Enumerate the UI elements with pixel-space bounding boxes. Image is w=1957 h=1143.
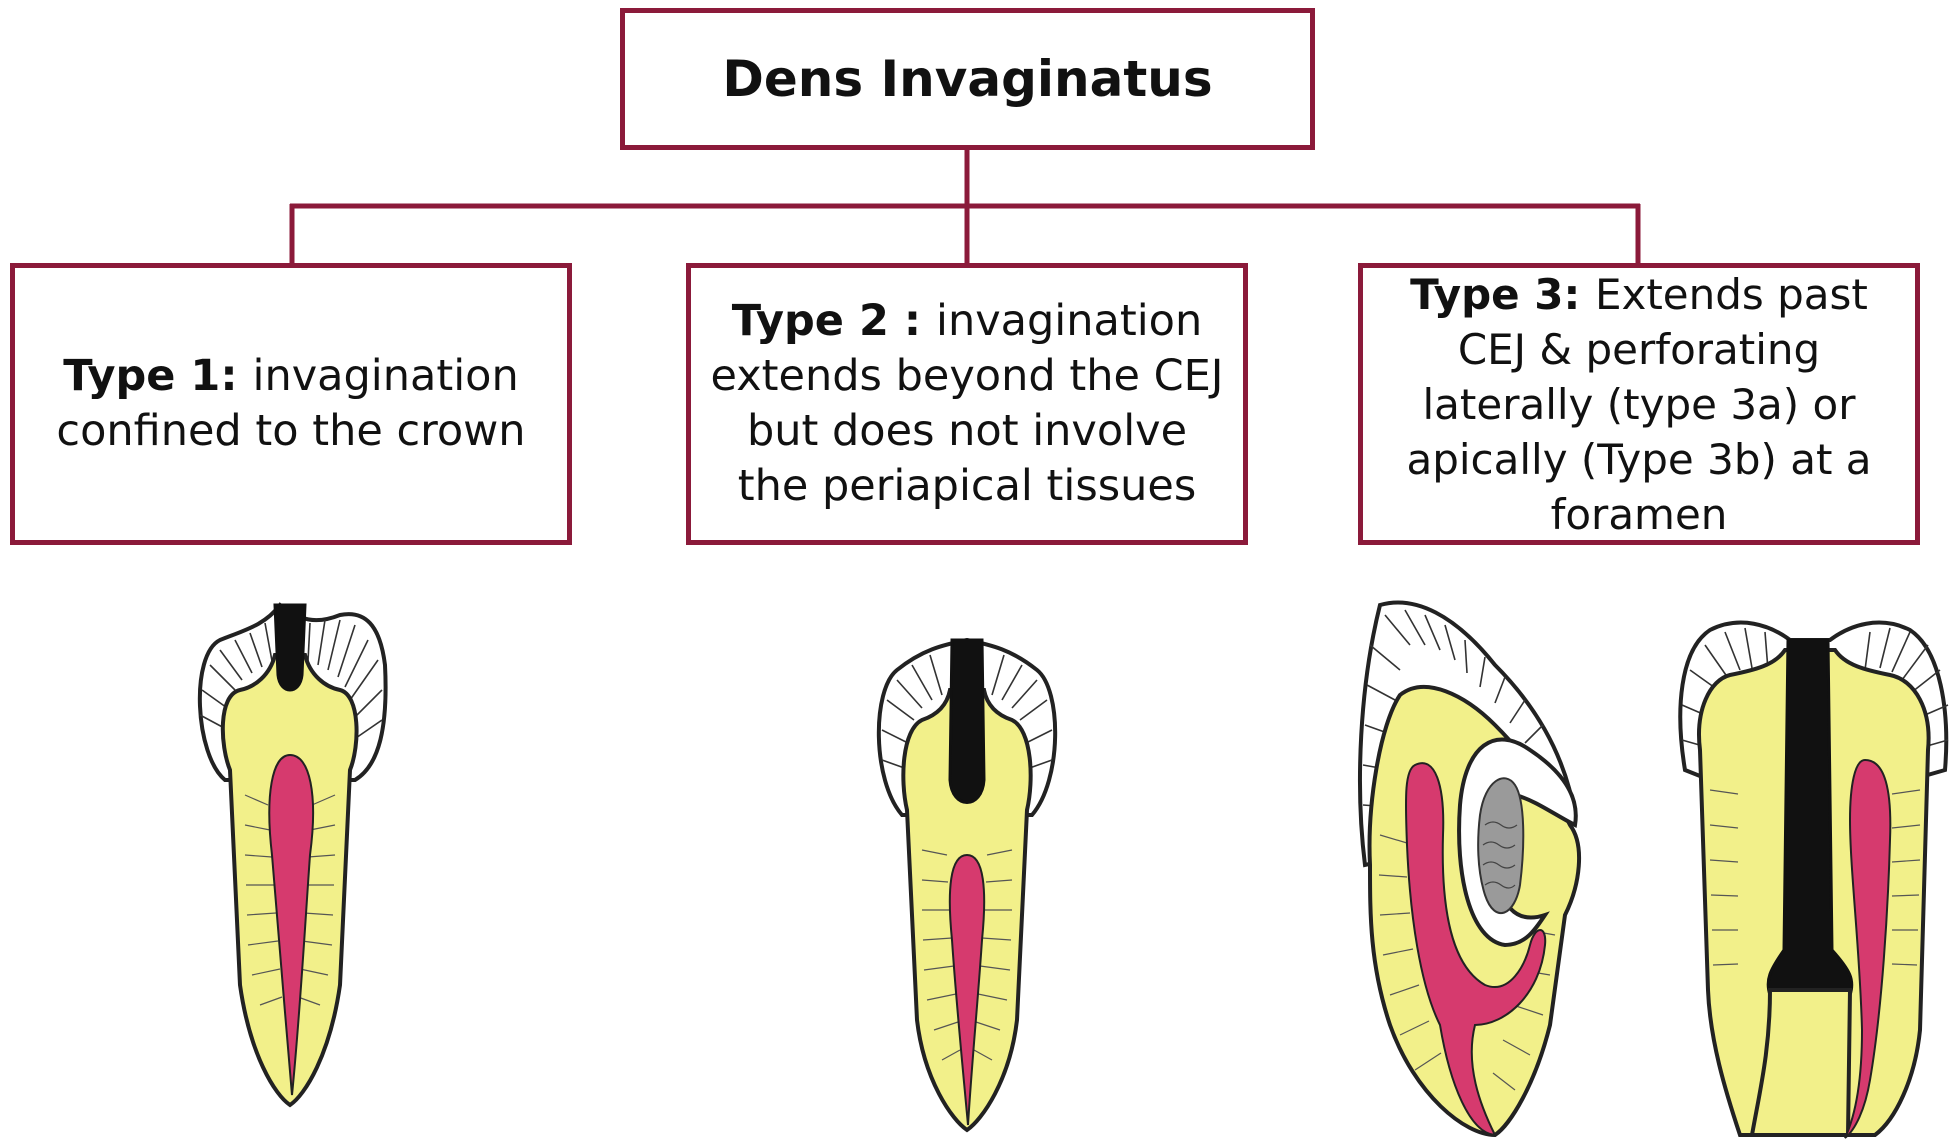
invagination (275, 605, 305, 690)
invagination (950, 640, 984, 803)
diagram-title: Dens Invaginatus (722, 50, 1212, 108)
type-3-text: Type 3: Extends past CEJ & perforating l… (1377, 267, 1901, 542)
type-3-box: Type 3: Extends past CEJ & perforating l… (1358, 263, 1920, 545)
type-1-label: Type 1: (63, 351, 252, 401)
type-1-tooth-illustration (190, 595, 390, 1105)
type-2-text: Type 2 : invagination extends beyond the… (705, 294, 1229, 514)
type-3a-tooth-illustration (1355, 585, 1605, 1140)
type-2-box: Type 2 : invagination extends beyond the… (686, 263, 1248, 545)
title-box: Dens Invaginatus (620, 8, 1315, 150)
type-3-label: Type 3: (1410, 270, 1595, 319)
type-3b-tooth-illustration (1670, 610, 1957, 1140)
type-1-box: Type 1: invagination confined to the cro… (10, 263, 572, 545)
type-2-tooth-illustration (872, 630, 1062, 1130)
type-1-text: Type 1: invagination confined to the cro… (29, 349, 553, 459)
type-2-label: Type 2 : (732, 296, 936, 346)
